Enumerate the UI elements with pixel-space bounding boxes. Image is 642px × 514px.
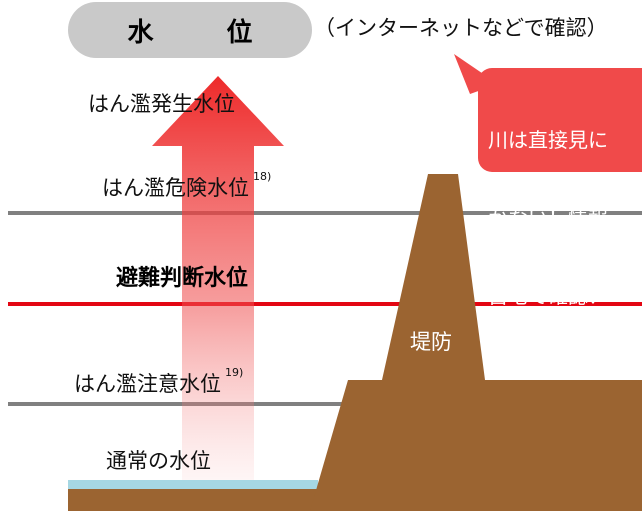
- water-level-title: 水 位: [127, 17, 285, 48]
- flood-danger-line: [8, 211, 642, 215]
- level-name: はん濫発生水位: [88, 92, 235, 116]
- level-label-flood-caution: はん濫注意水位 19): [74, 366, 244, 398]
- level-label-flood-occurrence: はん濫発生水位: [88, 88, 235, 118]
- level-label-evacuation-judgment: 避難判断水位: [116, 260, 248, 292]
- level-label-normal: 通常の水位: [106, 445, 211, 475]
- evacuation-judgment-line: [8, 302, 642, 306]
- level-name: はん濫危険水位: [102, 176, 249, 200]
- levee-label: 堤防: [410, 330, 452, 354]
- level-name: 避難判断水位: [116, 266, 249, 291]
- callout-line: 自宅で確認！: [488, 284, 608, 308]
- callout-text: 川は直接見に かない！情報 自宅で確認！: [488, 75, 642, 335]
- footnote-marker: 19): [225, 366, 244, 379]
- callout-bubble: [454, 54, 642, 172]
- normal-water: [68, 480, 318, 489]
- level-label-flood-danger: はん濫危険水位 18): [102, 170, 272, 202]
- callout-line: かない！情報: [488, 206, 608, 230]
- callout-line: 川は直接見に: [488, 128, 608, 152]
- rising-water-arrow-icon: [152, 76, 284, 496]
- level-name: 通常の水位: [106, 449, 211, 473]
- footnote-marker: 18): [253, 170, 272, 183]
- levee: [310, 174, 642, 511]
- level-name: はん濫注意水位: [74, 372, 221, 396]
- title-note: （インターネットなどで確認）: [314, 16, 608, 40]
- water-level-title-pill: 水 位: [68, 2, 312, 58]
- flood-caution-line: [8, 402, 642, 406]
